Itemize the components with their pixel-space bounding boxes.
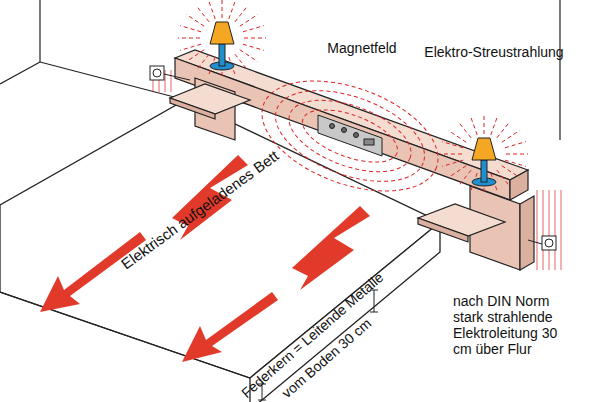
left-nightstand bbox=[170, 78, 250, 140]
radiation-ray bbox=[442, 160, 463, 166]
radiation-ray bbox=[196, 6, 209, 22]
radiation-ray bbox=[244, 38, 266, 39]
cable bbox=[528, 240, 542, 244]
radiation-ray bbox=[458, 122, 471, 138]
radiation-ray bbox=[470, 116, 477, 135]
mattress bbox=[0, 100, 440, 402]
radiation-ray bbox=[240, 14, 258, 26]
radiation-ray bbox=[229, 0, 236, 19]
radiation-ray bbox=[186, 14, 204, 26]
radiation-ray bbox=[442, 142, 463, 148]
label-text: Elektro-Streustrahlung bbox=[424, 44, 563, 60]
field-arc bbox=[247, 59, 453, 212]
radiation-ray bbox=[484, 114, 485, 134]
field-arc bbox=[263, 73, 436, 200]
radiation-ray bbox=[235, 54, 248, 70]
wall-hatch bbox=[532, 190, 562, 270]
radiation-ray bbox=[505, 160, 526, 166]
radiation-ray bbox=[440, 154, 462, 155]
radiation-ray bbox=[505, 142, 526, 148]
radiation-ray bbox=[491, 116, 498, 135]
label-text: nach DIN Norm stark strahlende Elektrole… bbox=[453, 293, 577, 357]
radiation-ray bbox=[458, 170, 471, 186]
dimension-line bbox=[258, 290, 378, 400]
radiation-ray bbox=[240, 50, 258, 62]
radiation-ray bbox=[448, 130, 466, 142]
radiation-ray bbox=[497, 122, 510, 138]
radiation-ray bbox=[497, 170, 510, 186]
lamp bbox=[472, 138, 496, 186]
radiation-ray bbox=[180, 26, 201, 32]
radiation-ray bbox=[186, 50, 204, 62]
headboard bbox=[175, 50, 528, 200]
radiation-ray bbox=[196, 54, 209, 70]
radiation-ray bbox=[243, 44, 264, 50]
radiation-ray bbox=[502, 166, 520, 178]
radiation-ray bbox=[502, 130, 520, 142]
radiation-ray bbox=[222, 0, 223, 18]
radiation-ray bbox=[208, 0, 215, 19]
radiation-ray bbox=[243, 26, 264, 32]
magnetic-field-lines bbox=[247, 59, 453, 212]
field-arc bbox=[296, 99, 404, 173]
radiation-ray bbox=[180, 44, 201, 50]
radiation-ray bbox=[235, 6, 248, 22]
field-arc bbox=[280, 86, 421, 186]
control-device bbox=[318, 115, 382, 156]
radiation-ray bbox=[178, 38, 200, 39]
label-text: Magnetfeld bbox=[327, 40, 396, 56]
lamp bbox=[210, 22, 234, 70]
radiation-ray bbox=[448, 166, 466, 178]
right-nightstand bbox=[418, 186, 534, 270]
radiation-ray bbox=[506, 154, 528, 155]
room-walls bbox=[0, 0, 560, 140]
cable bbox=[164, 74, 190, 80]
